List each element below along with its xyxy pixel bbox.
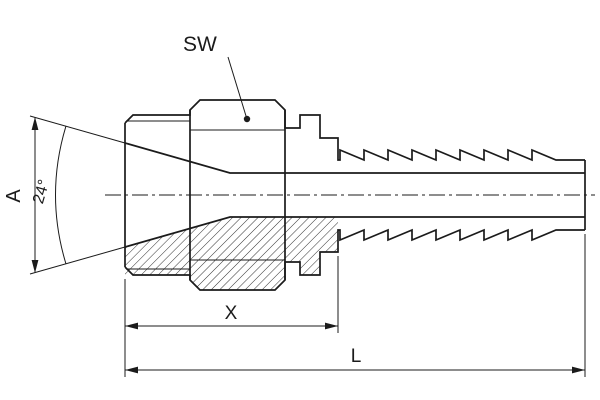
linework: [29, 56, 595, 377]
dim-x-arrow-right: [325, 322, 338, 330]
labels: SW A 24° X L: [3, 33, 361, 367]
cone-angle-label: 24°: [30, 178, 53, 206]
cone-bore-line-bottom: [124, 216, 585, 248]
fitting-profile-bottom: [124, 228, 585, 291]
dim-a-arrow-top: [31, 117, 39, 130]
dim-l-arrow-left: [125, 366, 138, 374]
dim-a-arrow-bottom: [31, 260, 39, 273]
dim-l-arrow-right: [572, 366, 585, 374]
cone-diameter-label: A: [3, 189, 25, 203]
sw-leader-dot: [243, 115, 251, 123]
overall-length-label: L: [351, 346, 362, 367]
cone-bore-line-top: [124, 142, 585, 174]
cone-flank-extension-bottom: [29, 246, 126, 275]
cutoff-length-label: X: [225, 303, 238, 324]
angle-arc: [55, 125, 67, 265]
fitting-profile-top: [124, 99, 585, 162]
cone-flank-extension-top: [29, 115, 126, 144]
dim-x-arrow-left: [125, 322, 138, 330]
wrench-size-label: SW: [183, 33, 217, 56]
dimension-arrows: [31, 115, 585, 374]
sw-leader-line: [227, 56, 247, 117]
